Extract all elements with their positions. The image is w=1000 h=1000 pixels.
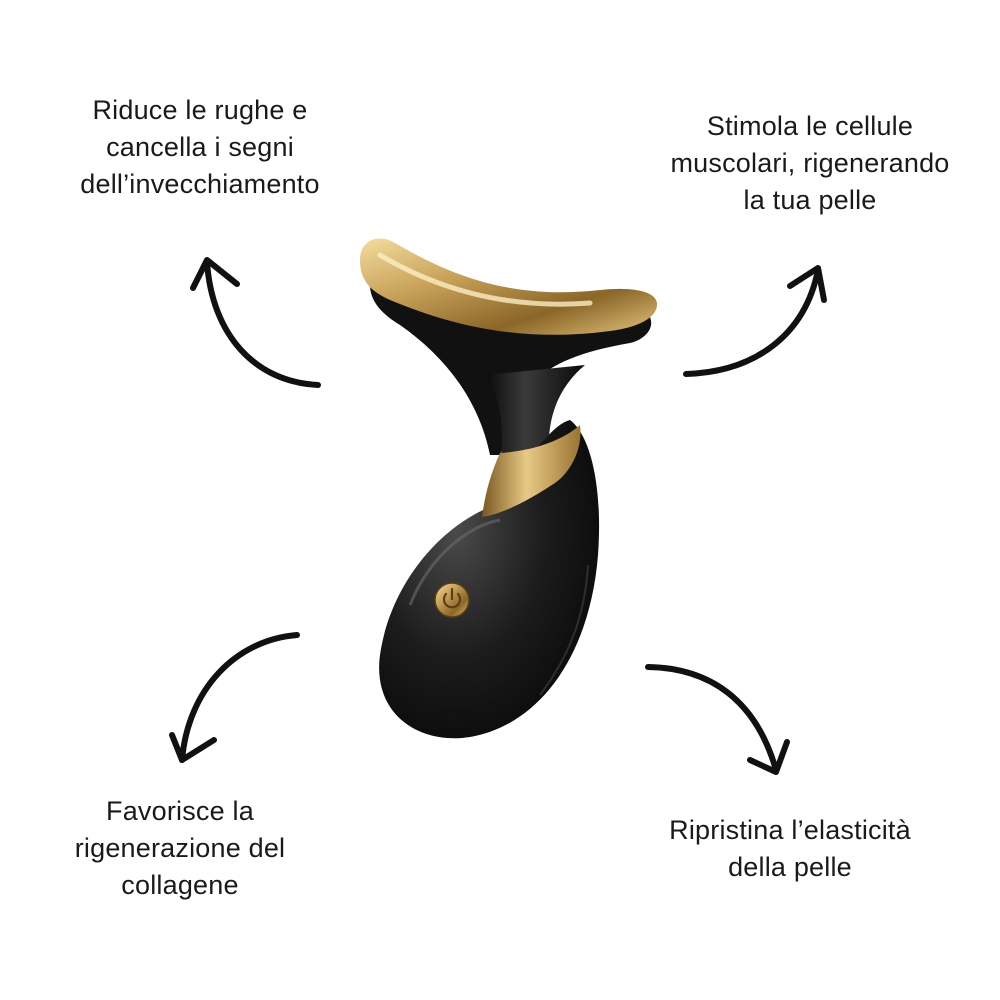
caption-line: muscolari, rigenerando [670, 148, 950, 178]
caption-line: cancella i segni [106, 132, 294, 162]
arrow-top-right-icon [683, 265, 827, 377]
caption-line: Ripristina l’elasticità [669, 815, 911, 845]
caption-line: Favorisce la [106, 796, 254, 826]
caption-line: la tua pelle [743, 185, 877, 215]
caption-line: rigenerazione del [74, 833, 286, 863]
power-button-icon [434, 582, 470, 618]
feature-caption-muscle-cells: Stimola le cellule muscolari, rigenerand… [640, 108, 980, 219]
caption-line: della pelle [728, 852, 852, 882]
caption-line: Riduce le rughe e [92, 95, 308, 125]
arrow-bottom-left-icon [169, 632, 300, 763]
feature-caption-wrinkles: Riduce le rughe e cancella i segni dell’… [40, 92, 360, 203]
feature-caption-collagen: Favorisce la rigenerazione del collagene [40, 793, 320, 904]
neck-face-massager-image [360, 238, 658, 739]
feature-caption-elasticity: Ripristina l’elasticità della pelle [620, 812, 960, 886]
caption-line: dell’invecchiamento [80, 169, 320, 199]
arrow-top-left-icon [190, 257, 321, 388]
caption-line: collagene [121, 870, 239, 900]
caption-line: Stimola le cellule [706, 111, 914, 141]
arrow-bottom-right-icon [645, 664, 790, 775]
